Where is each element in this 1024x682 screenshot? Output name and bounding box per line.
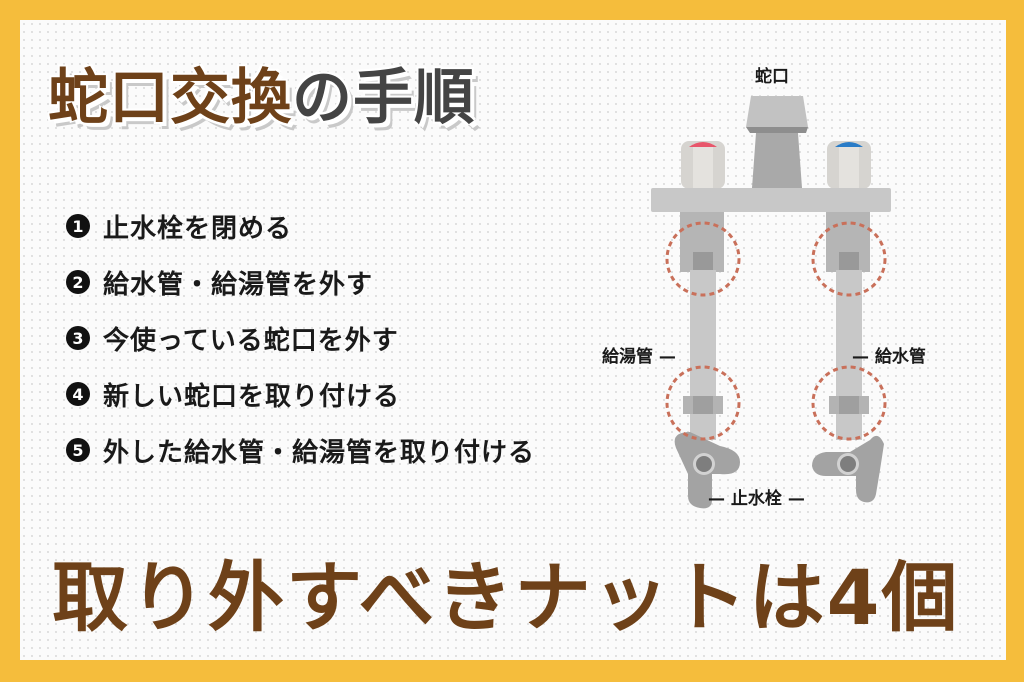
hot-pipe-label: 給湯管 —	[602, 347, 676, 367]
title-accent: 蛇口交換	[48, 63, 292, 133]
bottom-headline: 取り外すべきナットは4個	[52, 553, 960, 642]
faucet-label: 蛇口	[755, 67, 789, 87]
steps-list: 1 止水栓を閉める 2 給水管・給湯管を外す 3 今使っている蛇口を外す 4 新…	[66, 198, 535, 478]
step-text: 給水管・給湯管を外す	[103, 269, 374, 300]
step-number-icon: 1	[66, 214, 90, 238]
step-item: 3 今使っている蛇口を外す	[66, 310, 535, 366]
step-item: 2 給水管・給湯管を外す	[66, 254, 535, 310]
page-title: 蛇口交換の手順	[48, 58, 475, 138]
stop-valve-label: — 止水栓 —	[708, 489, 805, 509]
title-rest: の手順	[292, 63, 475, 133]
step-text: 新しい蛇口を取り付ける	[103, 381, 401, 412]
cold-pipe-label: — 給水管	[852, 347, 926, 367]
step-item: 5 外した給水管・給湯管を取り付ける	[66, 422, 535, 478]
step-number-icon: 2	[66, 270, 90, 294]
step-item: 4 新しい蛇口を取り付ける	[66, 366, 535, 422]
step-item: 1 止水栓を閉める	[66, 198, 535, 254]
step-number-icon: 4	[66, 382, 90, 406]
step-text: 今使っている蛇口を外す	[103, 325, 399, 356]
step-number-icon: 3	[66, 326, 90, 350]
step-number-icon: 5	[66, 438, 90, 462]
step-text: 止水栓を閉める	[103, 213, 293, 244]
step-text: 外した給水管・給湯管を取り付ける	[103, 437, 536, 468]
